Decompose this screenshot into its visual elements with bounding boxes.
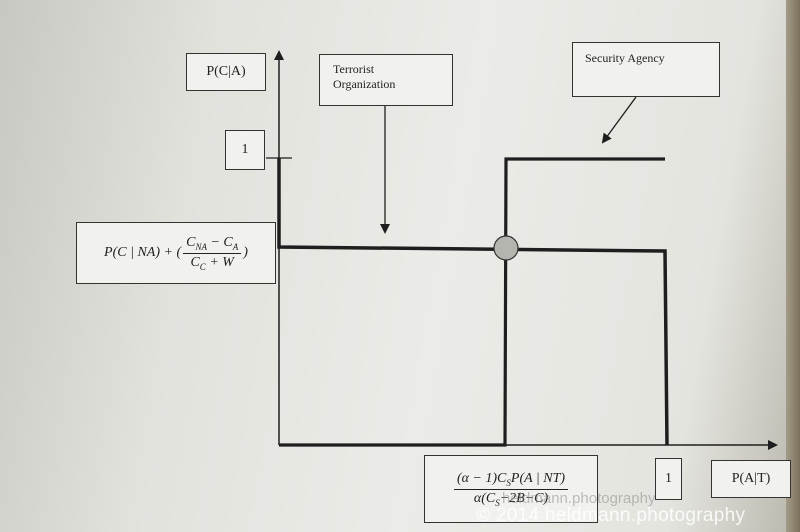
- x-den-sub: S: [495, 497, 500, 508]
- terrorist-label-line1: Terrorist: [333, 62, 375, 76]
- x-den-tail: −2B−C): [499, 490, 549, 506]
- equilibrium-marker: [493, 235, 519, 261]
- y-axis-label-text: P(C|A): [206, 64, 246, 79]
- x-num-sub: S: [506, 477, 511, 488]
- y-tick-label-text: 1: [241, 142, 249, 157]
- security-agency-response-curve: [279, 157, 665, 447]
- x-num-a: (α − 1)C: [456, 470, 507, 486]
- y-formula-tail: ): [243, 245, 248, 260]
- x-tick-label-text: 1: [665, 471, 672, 486]
- watermark-faint: heldmann.photography: [502, 490, 656, 507]
- y-num-c: C: [186, 234, 196, 250]
- terrorist-label-line2: Organization: [333, 77, 396, 91]
- x-axis-label-text: P(A|T): [731, 471, 771, 486]
- paper-edge: [786, 0, 800, 532]
- y-num-sub1: NA: [195, 241, 207, 252]
- y-tick-label: 1: [225, 130, 265, 170]
- y-formula-lead: P(C | NA) + (: [104, 245, 182, 260]
- x-threshold-formula: (α − 1)CSP(A | NT) α(CS−2B−C): [424, 455, 598, 523]
- x-axis-label: P(A|T): [711, 460, 791, 498]
- x-formula-denominator: α(CS−2B−C): [471, 490, 551, 508]
- y-threshold-formula: P(C | NA) + ( CNA − CA CC + W ): [76, 222, 276, 284]
- y-formula-fraction: CNA − CA CC + W: [183, 234, 242, 272]
- terrorist-organization-label: Terrorist Organization: [319, 54, 453, 106]
- security-agency-label: Security Agency: [572, 42, 720, 97]
- security-label-text: Security Agency: [585, 51, 665, 65]
- x-den-a: α(C: [473, 490, 496, 506]
- y-num-mid: − C: [206, 234, 233, 250]
- security-callout-arrow: [601, 96, 637, 144]
- x-num-tail: P(A | NT): [510, 470, 566, 486]
- y-formula-numerator: CNA − CA: [183, 234, 242, 254]
- x-tick-label: 1: [655, 458, 682, 500]
- y-den-sub: C: [199, 261, 206, 272]
- y-num-sub2: A: [232, 241, 239, 252]
- x-formula-numerator: (α − 1)CSP(A | NT): [453, 470, 569, 490]
- y-formula-denominator: CC + W: [187, 254, 236, 272]
- y-den-c: C: [190, 254, 200, 270]
- y-axis-label: P(C|A): [186, 53, 266, 91]
- terrorist-response-curve: [277, 158, 669, 446]
- watermark: © 2014 heldmann.photography: [476, 505, 746, 526]
- x-formula-fraction: (α − 1)CSP(A | NT) α(CS−2B−C): [453, 470, 569, 508]
- y-den-tail: + W: [205, 254, 234, 270]
